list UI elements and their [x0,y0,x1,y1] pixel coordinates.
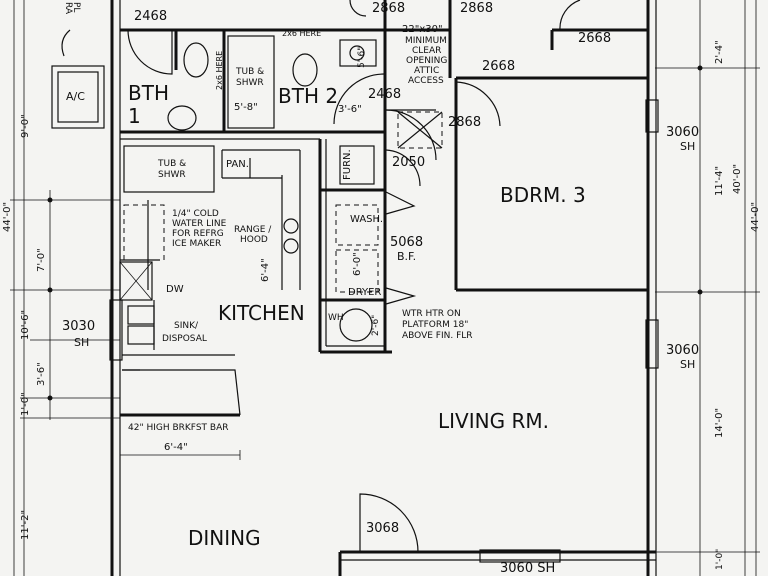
waterline-note-1: 1/4" COLD [172,209,219,219]
tub2-label-2: SHWR [236,78,264,88]
washer-label: WASH. [350,214,383,225]
interior-walls [119,0,648,576]
windows [109,99,659,563]
breakfast-bar-label: 42" HIGH BRKFST BAR [128,423,228,433]
door-labels: 2468 2868 2868 2468 2668 2668 2868 2050 … [134,1,611,536]
door-label-right-a: 2668 [578,31,611,46]
window-labels: 3060 SH 3060 SH 3030 SH 3060 SH [62,125,699,576]
door-swings [127,0,581,553]
dim-6-4-bar: 6'-4" [164,442,188,453]
dim-11-2: 11'-2" [20,510,31,540]
attic-note-line-5: ATTIC [414,66,439,76]
door-label-bifold: 5068 [390,235,423,250]
dim-2-6: 2'-6" [371,315,381,336]
dim-44-0-left: 44'-0" [2,202,13,232]
window-label-right-1: 3060 [666,125,699,140]
attic-note-line-3: CLEAR [412,46,441,56]
dim-40-0: 40'-0" [732,164,743,194]
dryer-label: DRYER [348,287,381,298]
door-label-dining: 3068 [366,521,399,536]
door-label-top-right: 2868 [460,1,493,16]
dim-2-4: 2'-4" [714,40,725,64]
ra-label-2: PL [71,2,81,12]
window-label-left: 3030 [62,319,95,334]
attic-note-line-6: ACCESS [408,76,444,86]
water-heater-note-1: WTR HTR ON [402,309,461,319]
right-dimension-lines [640,0,760,576]
dim-6-4-kitchen: 6'-4" [260,258,271,282]
room-label-bath2: BTH 2 [278,84,338,108]
door-label-right-b: 2668 [482,59,515,74]
door-label-top-mid: 2868 [372,1,405,16]
attic-note-line-4: OPENING [406,56,447,66]
plan-notes: 22"x30" MINIMUM CLEAR OPENING ATTIC ACCE… [61,2,473,433]
water-heater-note-2: PLATFORM 18" [402,320,468,330]
dim-3-6-bath: 3'-6" [338,104,362,115]
ra-label-1: RA [63,2,73,15]
dim-5-6: 5'-6" [357,47,367,68]
fixtures [51,35,443,342]
tub1-label-1: TUB & [157,159,186,169]
tub2-label-1: TUB & [235,67,264,77]
door-label-hall: 2868 [448,115,481,130]
waterline-note-2: WATER LINE [172,219,227,229]
dim-11-4: 11'-4" [714,166,725,196]
dim-5-8: 5'-8" [234,102,258,113]
water-heater-note-3: ABOVE FIN. FLR [402,331,473,341]
dim-1-0-top: 1'-0" [715,549,725,570]
room-label-dining: DINING [188,526,261,550]
sink-note-1: SINK/ [174,321,199,331]
dim-44-0-right: 44'-0" [750,202,761,232]
window-label-right-2: 3060 [666,343,699,358]
dim-7-0: 7'-0" [36,248,47,272]
water-heater-label: WH [328,313,344,323]
room-label-kitchen: KITCHEN [218,301,305,325]
window-label-bottom: 3060 SH [500,561,555,576]
room-label-furnace: FURN. [342,149,353,180]
attic-note-line-2: MINIMUM [405,36,447,46]
waterline-note-3: FOR REFRG [172,229,224,239]
door-label-top-left: 2468 [134,9,167,24]
sink-note-2: DISPOSAL [162,334,207,344]
door-label-bifold-sub: B.F. [397,250,416,263]
door-label-bath2: 2468 [368,87,401,102]
room-label-bedroom3: BDRM. 3 [500,183,586,207]
here-label: 2x6 HERE [282,29,321,38]
dishwasher-label: DW [166,284,184,295]
window-label-right-2-sub: SH [680,358,695,371]
window-label-right-1-sub: SH [680,140,695,153]
dim-9-0: 9'-0" [20,114,31,138]
waterline-note-4: ICE MAKER [172,239,221,249]
dim-14-0: 14'-0" [714,408,725,438]
dim-10-6: 10'-6" [20,310,31,340]
room-label-living: LIVING RM. [438,409,549,433]
window-label-left-sub: SH [74,336,89,349]
pantry-label: PAN. [226,159,249,170]
attic-note-line-1: 22"x30" [402,24,443,35]
ac-label: A/C [66,90,85,103]
dimension-text: 9'-0" 44'-0" 7'-0" 10'-6" 3'-6" 1'-0" 11… [2,40,761,570]
range-note-2: HOOD [240,235,268,245]
dim-3-6-left: 3'-6" [36,362,47,386]
dim-6-0: 6'-0" [352,252,363,276]
tub1-label-2: SHWR [158,170,186,180]
range-note-1: RANGE / [234,225,272,235]
dim-2x6-here: 2x6 HERE [215,51,224,90]
dim-1-0: 1'-0" [20,392,31,416]
left-dimension-lines [10,0,120,576]
door-label-furnace: 2050 [392,155,425,170]
